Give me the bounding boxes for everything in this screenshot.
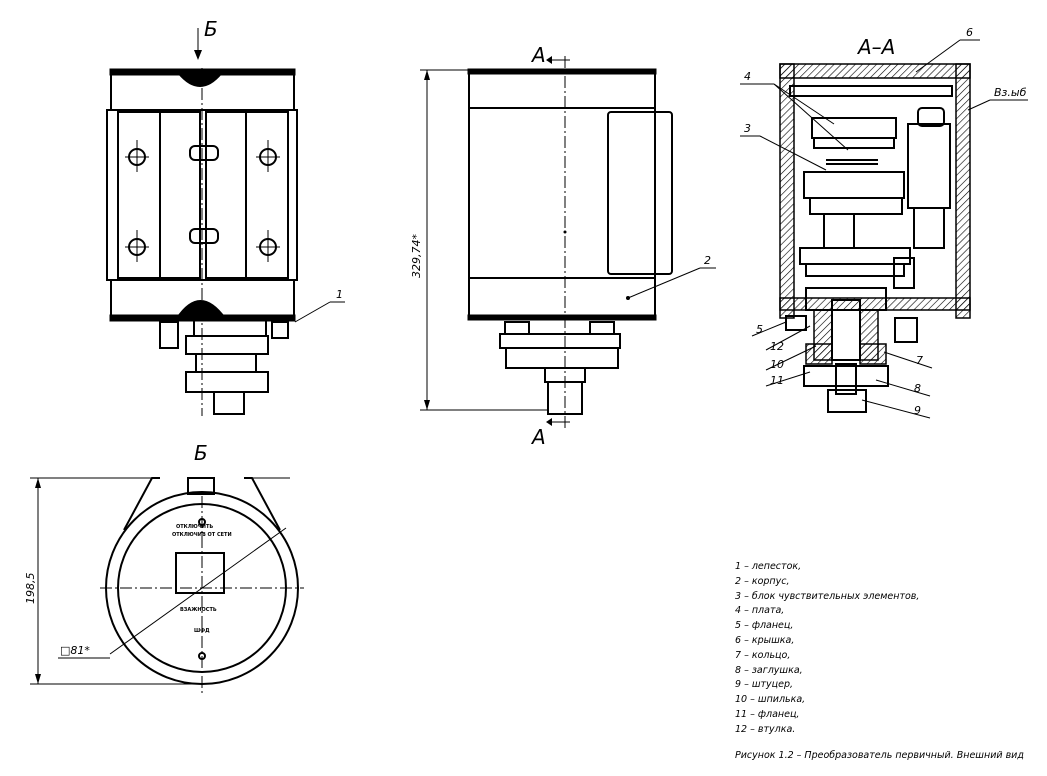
callout-4: 4 <box>744 70 751 83</box>
legend-item: 9 – штуцер, <box>735 679 794 691</box>
mount-hole-top-right <box>256 140 280 172</box>
legend-item: 6 – крышка, <box>735 634 795 646</box>
height-dimension: 329,74* <box>410 234 423 278</box>
legend-item: 2 – корпус, <box>735 575 790 587</box>
parts-legend: 1 – лепесток, 2 – корпус, 3 – блок чувст… <box>735 560 919 738</box>
legend-item: 4 – плата, <box>735 605 785 617</box>
legend-item: 5 – фланец, <box>735 620 794 632</box>
legend-item: 1 – лепесток, <box>735 561 802 572</box>
callout-6: 6 <box>966 26 973 39</box>
legend-item: 10 – шпилька, <box>735 694 806 706</box>
callout-7: 7 <box>916 354 923 367</box>
plate-text-4: ШФД <box>194 628 210 634</box>
section-label-bottom: А <box>530 425 546 449</box>
mount-hole-bottom-left <box>125 230 149 262</box>
callout-8: 8 <box>914 382 921 395</box>
side-view: А А 329,74* 2 <box>410 43 716 449</box>
callout-5: 5 <box>756 323 763 336</box>
mount-hole-top-left <box>125 140 149 172</box>
bottom-view-title: Б <box>194 441 208 465</box>
legend-item: 7 – кольцо, <box>735 649 791 661</box>
callout-12: 12 <box>770 340 784 353</box>
section-title: А–А <box>856 35 895 59</box>
figure-caption: Рисунок 1.2 – Преобразователь первичный.… <box>735 750 1024 761</box>
plate-text-3: ВЗАЖНОСТЬ <box>180 607 217 613</box>
width-dimension: 198,5 <box>24 573 37 605</box>
plate-text-2: ОТКЛЮЧИВ ОТ СЕТИ <box>172 532 232 538</box>
bottom-view: Б ОТКЛЮЧИТЬ ОТКЛЮЧИВ ОТ СЕТИ ВЗАЖНОСТЬ Ш… <box>24 441 304 696</box>
front-view: Б <box>106 17 345 416</box>
callout-3: 3 <box>744 122 751 135</box>
legend-item: 12 – втулка. <box>735 723 796 735</box>
legend-item: 8 – заглушка, <box>735 664 803 676</box>
section-label-top: А <box>530 43 546 67</box>
section-note: Вз.ыб <box>994 86 1027 99</box>
mount-hole-bottom-right <box>256 230 280 262</box>
section-view: А–А 6 Вз.ыб <box>740 26 1028 419</box>
plate-text-1: ОТКЛЮЧИТЬ <box>176 524 213 530</box>
legend-item: 3 – блок чувствительных элементов, <box>735 590 920 602</box>
legend-item: 11 – фланец, <box>735 708 800 720</box>
callout-11: 11 <box>770 374 784 387</box>
callout-10: 10 <box>770 358 784 371</box>
front-view-arrow-label: Б <box>204 17 218 41</box>
callout-1: 1 <box>336 288 343 301</box>
square-dimension: □81* <box>60 644 90 657</box>
callout-9: 9 <box>914 404 921 417</box>
callout-2: 2 <box>704 254 711 267</box>
